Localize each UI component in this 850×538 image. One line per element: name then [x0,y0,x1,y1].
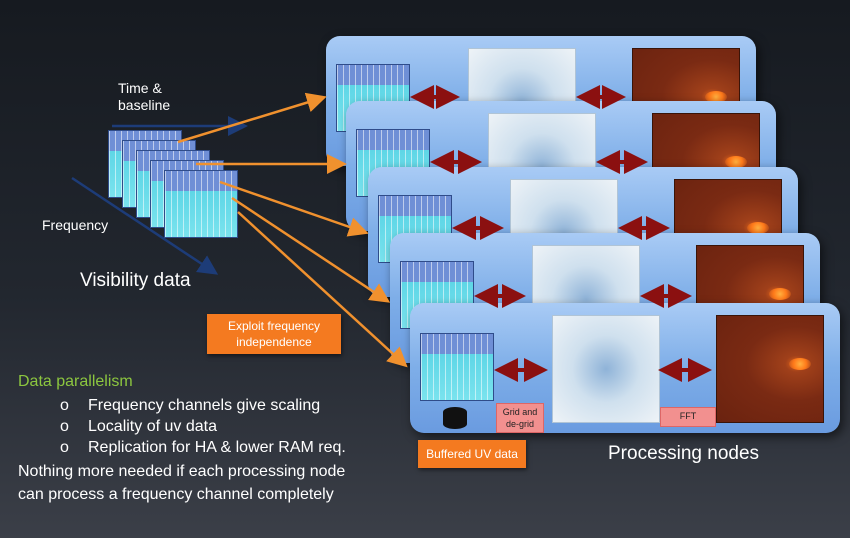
processing-nodes-label: Processing nodes [608,443,760,464]
distribution-arrow [219,180,369,237]
buffered-uv-callout: Buffered UV data [418,440,526,468]
processing-node-5: Grid and de-grid FFT [410,303,840,433]
grid-degrid-label: Grid and de-grid [496,403,544,433]
time-baseline-label: Time & baseline [118,80,171,113]
data-parallelism-heading: Data parallelism [18,373,133,390]
visibility-data-label: Visibility data [80,270,191,291]
node-uv-data [420,333,494,401]
node-sky-image [716,315,824,423]
fft-label: FFT [660,407,716,427]
distribution-arrow [231,196,391,303]
frequency-axis [71,176,219,275]
bullet-marker: o [60,397,69,414]
exploit-frequency-callout: Exploit frequency independence [207,314,341,354]
bullet-marker: o [60,439,69,456]
distribution-arrow [177,92,327,144]
distribution-arrow [237,211,408,368]
visibility-slice [164,170,238,238]
footer-line-2: can process a frequency channel complete… [18,486,334,503]
bullet-marker: o [60,418,69,435]
footer-line-1: Nothing more needed if each processing n… [18,463,346,480]
storage-drum-icon [443,407,467,429]
frequency-label: Frequency [42,217,109,233]
